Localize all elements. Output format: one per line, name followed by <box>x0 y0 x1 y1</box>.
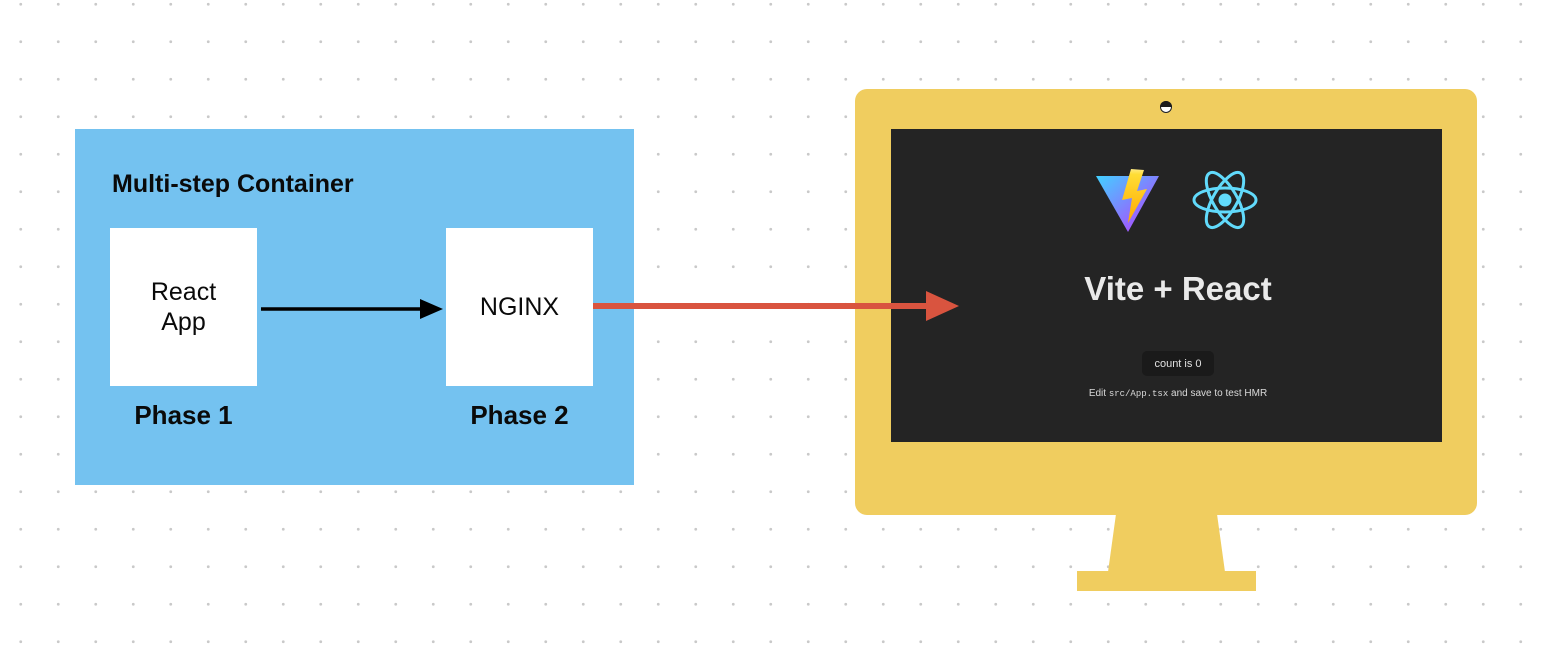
monitor-foot <box>1077 571 1256 591</box>
edit-instruction: Edit src/App.tsx and save to test HMR <box>891 388 1465 399</box>
edit-suffix: and save to test HMR <box>1171 388 1268 399</box>
screen-title: Vite + React <box>1084 270 1272 307</box>
screen-logos <box>1096 169 1258 232</box>
react-app-box: React App <box>110 228 257 386</box>
count-button[interactable]: count is 0 <box>1142 351 1214 376</box>
phase-2-label: Phase 2 <box>470 400 569 430</box>
internal-arrow <box>261 299 443 319</box>
react-app-label: React App <box>150 278 217 336</box>
camera-icon <box>1160 101 1172 113</box>
vite-logo-icon <box>1096 169 1159 232</box>
container-title: Multi-step Container <box>112 170 354 198</box>
serve-arrow <box>593 291 959 321</box>
monitor-neck <box>1108 514 1225 572</box>
react-logo-icon <box>1192 170 1258 230</box>
nginx-label: NGINX <box>479 293 560 321</box>
edit-prefix: Edit <box>1088 388 1107 399</box>
edit-code: src/App.tsx <box>1108 389 1169 399</box>
phase-1-label: Phase 1 <box>134 400 233 430</box>
monitor-screen <box>891 129 1442 442</box>
nginx-box: NGINX <box>446 228 593 386</box>
